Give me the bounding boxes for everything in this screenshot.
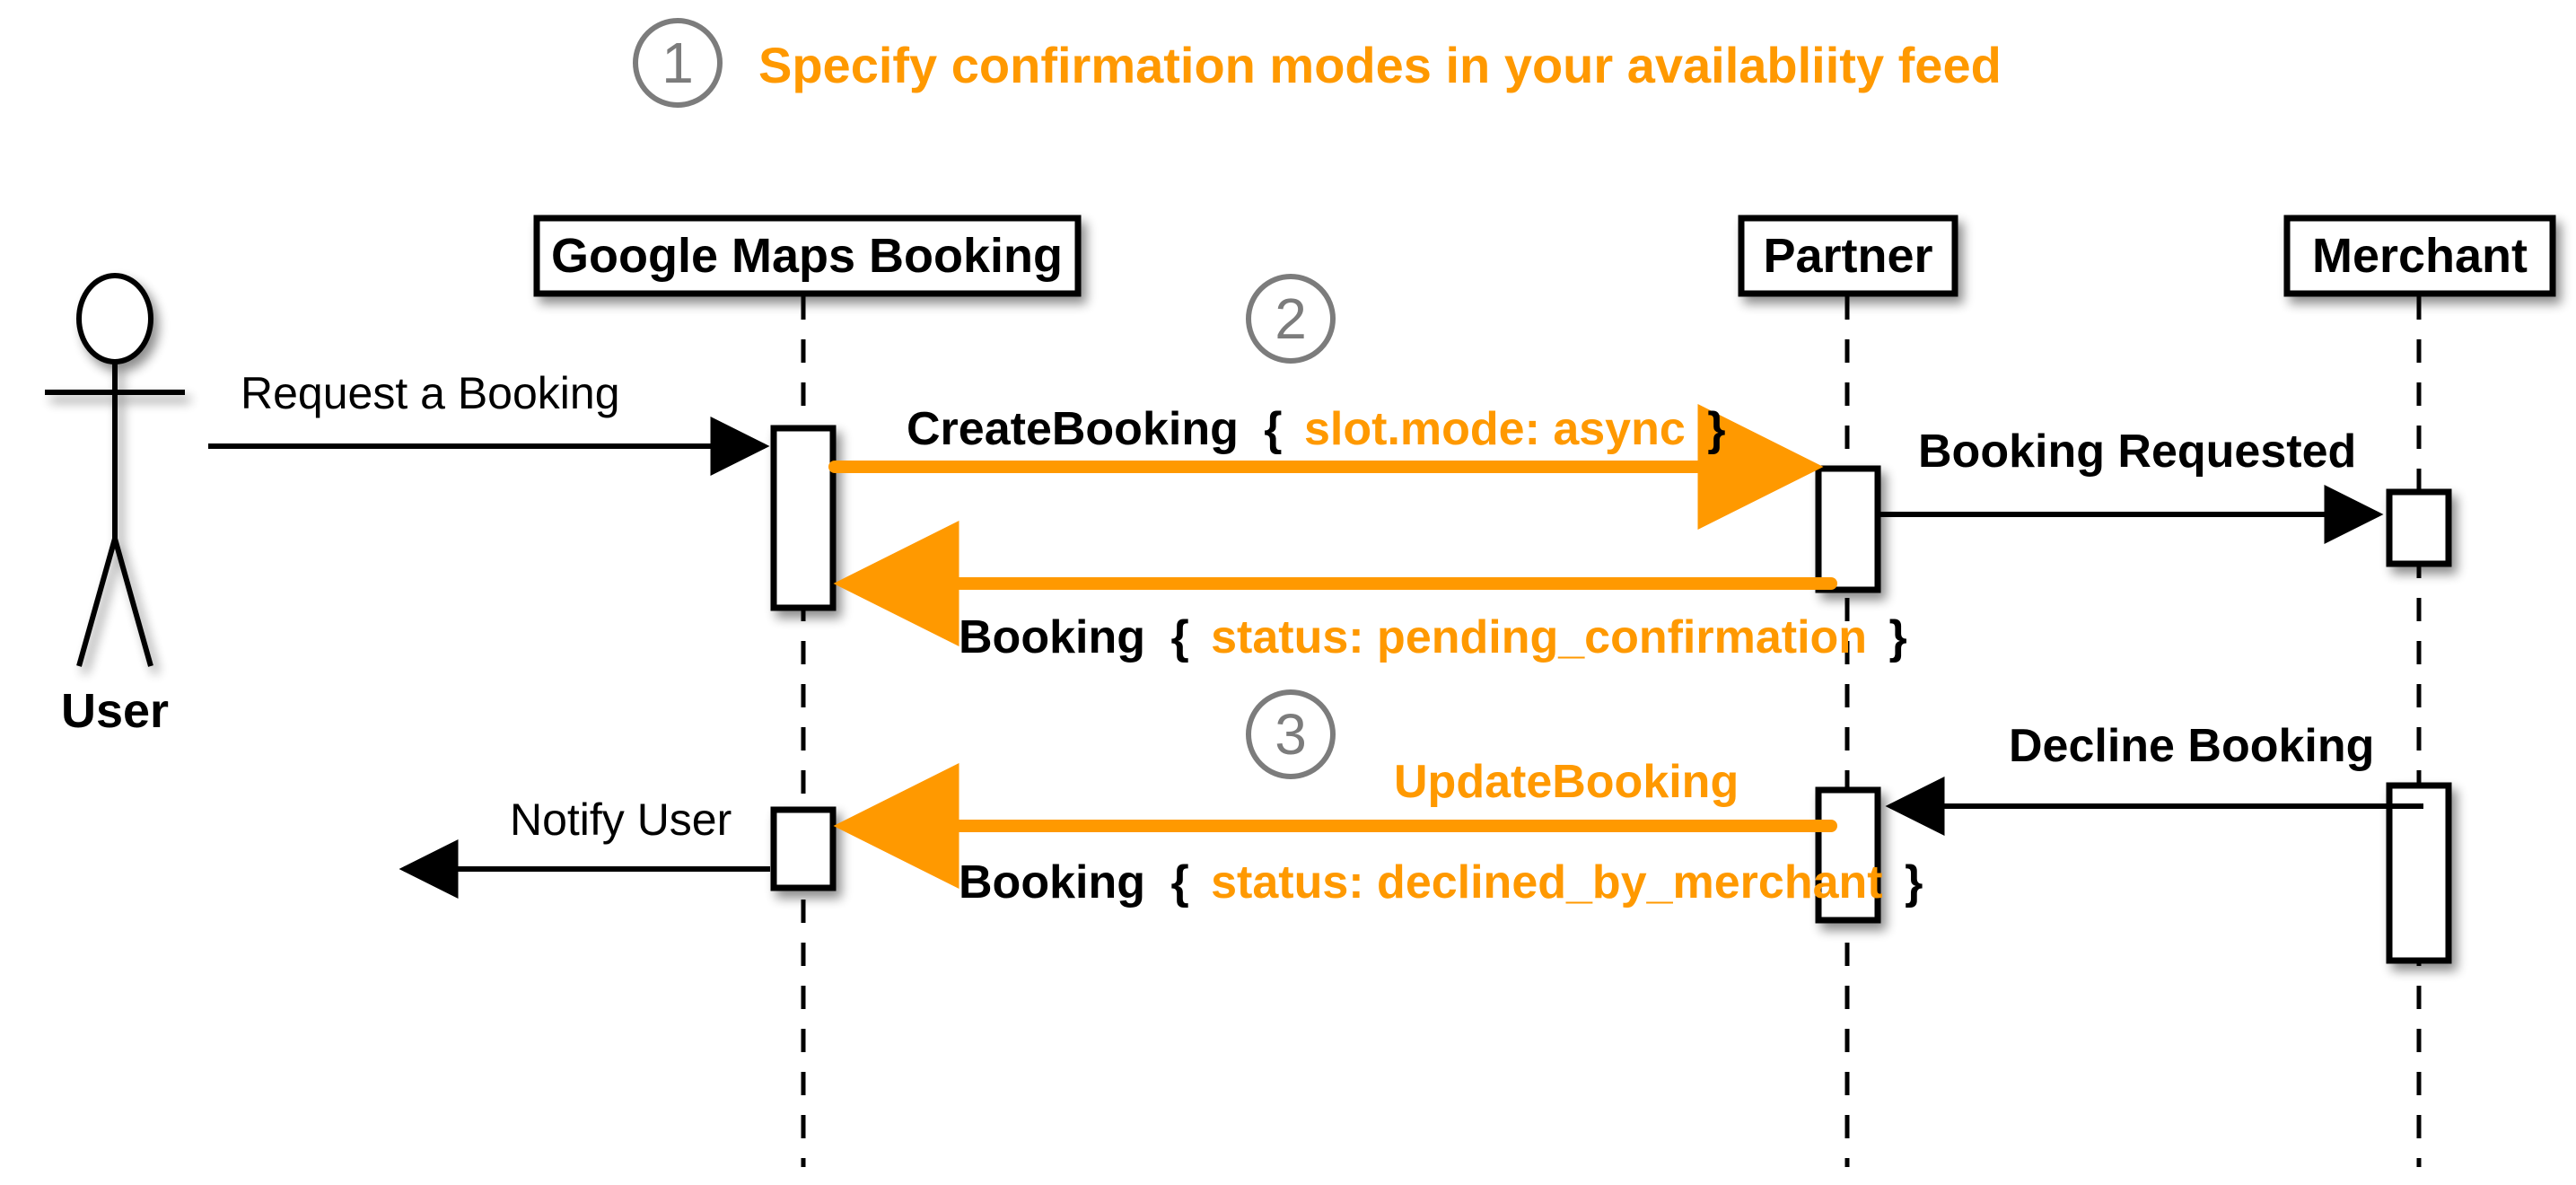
message-label-booking-requested: Booking Requested (1918, 426, 2356, 478)
activation-bar-merchant-lower (2386, 782, 2452, 964)
step-3-number: 3 (1275, 702, 1307, 767)
actor-label-merchant: Merchant (2312, 229, 2528, 283)
create-booking-brace-close: } (1707, 403, 1725, 455)
step-3-marker: 3 (1246, 689, 1336, 779)
create-booking-payload: slot.mode: async (1304, 403, 1686, 455)
message-label-booking-declined: Booking { status: declined_by_merchant } (959, 856, 1923, 908)
actor-label-partner: Partner (1763, 229, 1932, 283)
create-booking-method: CreateBooking (907, 403, 1239, 455)
activation-bar-merchant-upper (2386, 488, 2452, 567)
actor-label-google-maps-booking: Google Maps Booking (551, 229, 1063, 283)
title-row: 1 Specify confirmation modes in your ava… (633, 18, 2002, 108)
message-label-notify-user: Notify User (510, 794, 732, 845)
message-label-decline-booking: Decline Booking (2009, 720, 2374, 772)
step-2-marker: 2 (1246, 274, 1336, 364)
booking-pending-payload: status: pending_confirmation (1211, 611, 1867, 663)
booking-pending-brace-close: } (1889, 611, 1907, 663)
message-label-create-booking: CreateBooking { slot.mode: async } (907, 403, 1726, 455)
activation-bar-gmb-upper (770, 425, 837, 611)
booking-declined-payload: status: declined_by_merchant (1211, 856, 1882, 908)
booking-pending-entity: Booking (959, 611, 1145, 663)
step-3-circle (1246, 689, 1336, 779)
actor-header-merchant (2283, 215, 2556, 297)
activation-bar-partner-upper (1815, 465, 1881, 593)
step-1-circle (633, 18, 723, 108)
step-2-number: 2 (1275, 286, 1307, 351)
booking-declined-brace-open: { (1170, 856, 1188, 908)
actor-user-stick-figure (45, 273, 185, 667)
step-2-circle (1246, 274, 1336, 364)
actor-label-user: User (61, 684, 169, 738)
page-title: Specify confirmation modes in your avail… (758, 37, 2002, 93)
step-1-number: 1 (662, 31, 694, 95)
booking-pending-brace-open: { (1170, 611, 1188, 663)
booking-declined-brace-close: } (1905, 856, 1923, 908)
message-label-booking-pending-confirmation: Booking { status: pending_confirmation } (959, 611, 1907, 663)
activation-bar-partner-lower (1815, 786, 1881, 924)
message-label-update-booking: UpdateBooking (1394, 756, 1739, 808)
actor-header-google-maps-booking (533, 215, 1082, 297)
activation-bar-gmb-lower (770, 806, 837, 891)
booking-declined-entity: Booking (959, 856, 1145, 908)
message-label-request-a-booking: Request a Booking (241, 368, 620, 418)
create-booking-brace-open: { (1264, 403, 1282, 455)
actor-header-partner (1738, 215, 1958, 297)
